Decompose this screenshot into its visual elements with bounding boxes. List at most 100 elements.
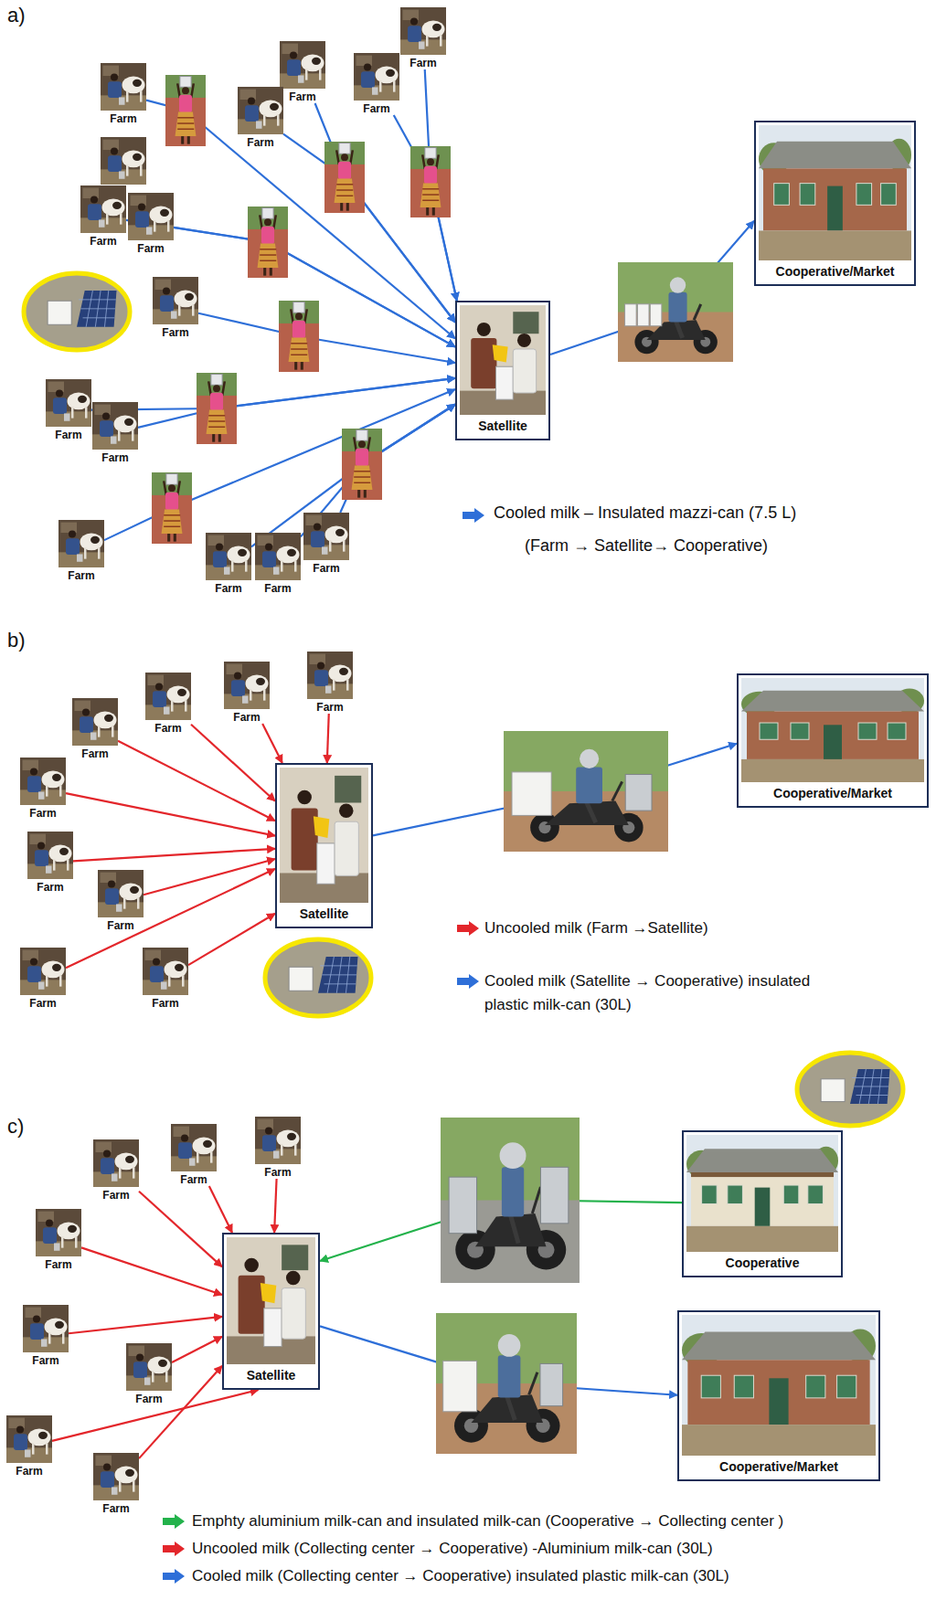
farm-photo-part — [24, 1449, 32, 1458]
woman-carrier-photo-part — [425, 148, 437, 160]
satellite-photo-part — [264, 1308, 282, 1348]
farm-photo-part — [45, 785, 49, 797]
farm-photo-part — [255, 532, 301, 581]
legend-text: Emphty aluminium milk-can and insulated … — [191, 1510, 784, 1533]
woman-carrier-photo-part — [324, 141, 365, 165]
farm-photo — [223, 661, 270, 710]
solar-fridge-callout-part — [76, 290, 117, 328]
solar-fridge-callout-part — [95, 290, 101, 328]
farm-photo — [255, 1116, 301, 1165]
farm-photo-part — [287, 1133, 297, 1141]
cooperative-building-photo-part — [686, 1148, 839, 1173]
motorcycle-transport-photo-part — [448, 1177, 477, 1234]
farm-photo-part — [118, 1480, 122, 1492]
farm-photo-part — [45, 379, 92, 427]
woman-carrier-photo-part — [177, 128, 194, 131]
woman-carrier-photo-part — [290, 348, 308, 351]
motorcycle-transport-photo-part — [670, 276, 686, 293]
farm-photo-part — [100, 1158, 115, 1175]
box-ground — [681, 1130, 843, 1278]
farm-photo-part — [407, 25, 422, 43]
farm-photo-part — [90, 536, 100, 544]
box-ground — [677, 1310, 881, 1482]
legend-swatch — [462, 508, 485, 523]
woman-carrier-photo-part — [212, 384, 221, 393]
farm-photo-part — [27, 776, 42, 793]
node-label: Satellite — [478, 418, 528, 435]
woman-carrier-photo-part — [358, 440, 366, 448]
farm-photo — [126, 1343, 172, 1392]
farm-photo-part — [65, 538, 80, 555]
woman-carrier-photo-part — [290, 342, 308, 345]
farm-node: Farm — [142, 947, 189, 1011]
farm-photo-part — [58, 520, 105, 568]
farm-photo — [97, 870, 144, 918]
farm-photo-part — [136, 1354, 144, 1362]
motorcycle-transport-photo-part — [511, 772, 552, 817]
panel-label: b) — [7, 628, 26, 653]
farm-photo-part — [249, 689, 253, 701]
cooperative-building-photo-part — [759, 723, 778, 740]
farm-photo-part — [53, 859, 56, 871]
woman-carrier-photo-part — [211, 374, 223, 386]
farm-photo-part — [184, 293, 194, 301]
farm-photo-part — [95, 1456, 113, 1467]
node-label: Farm — [288, 90, 316, 104]
satellite-photo-part — [226, 1237, 316, 1365]
farm-photo-part — [244, 560, 248, 572]
farm-photo-part — [59, 848, 69, 856]
farm-node: Farm — [58, 520, 105, 583]
node-label: Farm — [312, 562, 340, 575]
farm-node: Farm — [303, 512, 350, 575]
farm-photo-part — [52, 774, 62, 782]
woman-carrier-photo-part — [161, 510, 183, 535]
farm-photo-part — [97, 902, 144, 918]
farm-node: Farm — [22, 1305, 69, 1368]
node-label: Farm — [233, 711, 260, 724]
box-ground — [275, 763, 373, 929]
farm-photo-part — [255, 120, 263, 128]
farm-photo-part — [98, 219, 106, 227]
farm-photo-part — [52, 964, 62, 972]
farm-photo-part — [72, 730, 118, 746]
farm-photo-part — [163, 706, 171, 714]
farm-photo-part — [93, 1453, 139, 1501]
motorcycle-transport-photo-part — [510, 1213, 519, 1245]
woman-carrier-photo-part — [180, 136, 184, 145]
farm-photo-part — [314, 670, 329, 687]
farm-photo-part — [45, 1220, 54, 1228]
node-label: Cooperative/Market — [776, 264, 895, 280]
farm-photo-part — [139, 90, 143, 102]
solar-fridge-callout-part — [78, 298, 117, 300]
woman-carrier-photo — [196, 372, 237, 445]
solar-fridge-callout-part — [104, 290, 108, 328]
farm-photo-part — [294, 560, 298, 572]
node-label: Farm — [31, 1354, 59, 1368]
farm-photo-part — [54, 1321, 64, 1330]
farm-photo-part — [181, 975, 185, 987]
woman-carrier-photo-part — [175, 112, 197, 138]
satellite-photo-part — [334, 776, 362, 804]
milk-flow-arrow — [52, 1390, 259, 1442]
farm-node: Farm — [20, 947, 66, 1011]
farm-photo-part — [132, 79, 142, 87]
woman-carrier-photo-part — [420, 183, 442, 209]
cooperative-building-photo-part — [881, 183, 897, 206]
farm-photo-part — [393, 80, 396, 92]
cooperative-box: Cooperative — [681, 1130, 843, 1278]
farm-photo-part — [410, 18, 418, 26]
farm-photo-part — [53, 397, 67, 415]
farm-photo-part — [45, 1443, 49, 1455]
farm-photo-part — [104, 714, 114, 723]
woman-carrier-photo-part — [340, 153, 349, 161]
satellite-photo-part — [339, 804, 354, 819]
farm-photo-part — [309, 654, 327, 665]
farm-photo-part — [280, 1144, 284, 1156]
cooperative-building-photo — [758, 125, 912, 261]
farm-photo-part — [92, 434, 139, 450]
farm-photo — [303, 512, 350, 561]
farm-photo-part — [92, 402, 139, 450]
woman-carrier-photo-part — [166, 474, 178, 486]
satellite-photo-part — [459, 305, 546, 415]
